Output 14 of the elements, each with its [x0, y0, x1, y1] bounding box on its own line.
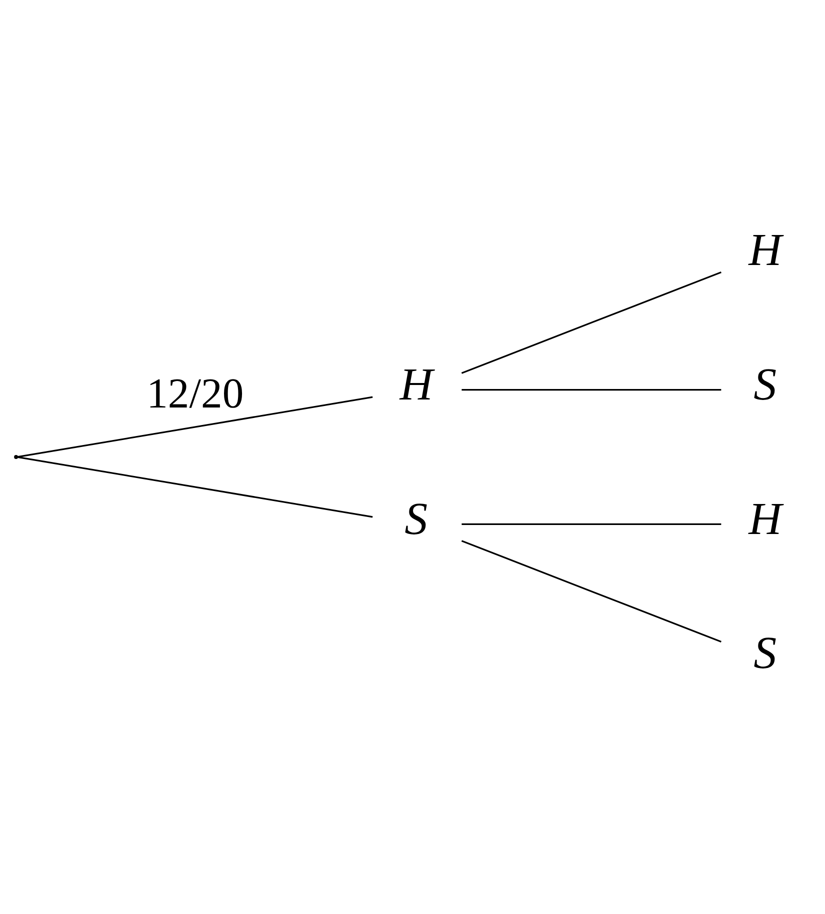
connector — [461, 540, 722, 643]
connector — [462, 523, 722, 525]
connector — [17, 396, 373, 458]
node-text: H — [748, 224, 782, 276]
connector — [462, 389, 722, 391]
node-text: S — [754, 358, 777, 410]
edge-label: 12/20 — [146, 370, 244, 418]
connector — [17, 456, 373, 518]
node-text: S — [404, 492, 428, 544]
node-text: H — [400, 358, 433, 410]
node-text: H — [748, 492, 782, 544]
node-point — [14, 455, 18, 459]
node-text: S — [754, 627, 777, 678]
connector — [461, 271, 722, 374]
